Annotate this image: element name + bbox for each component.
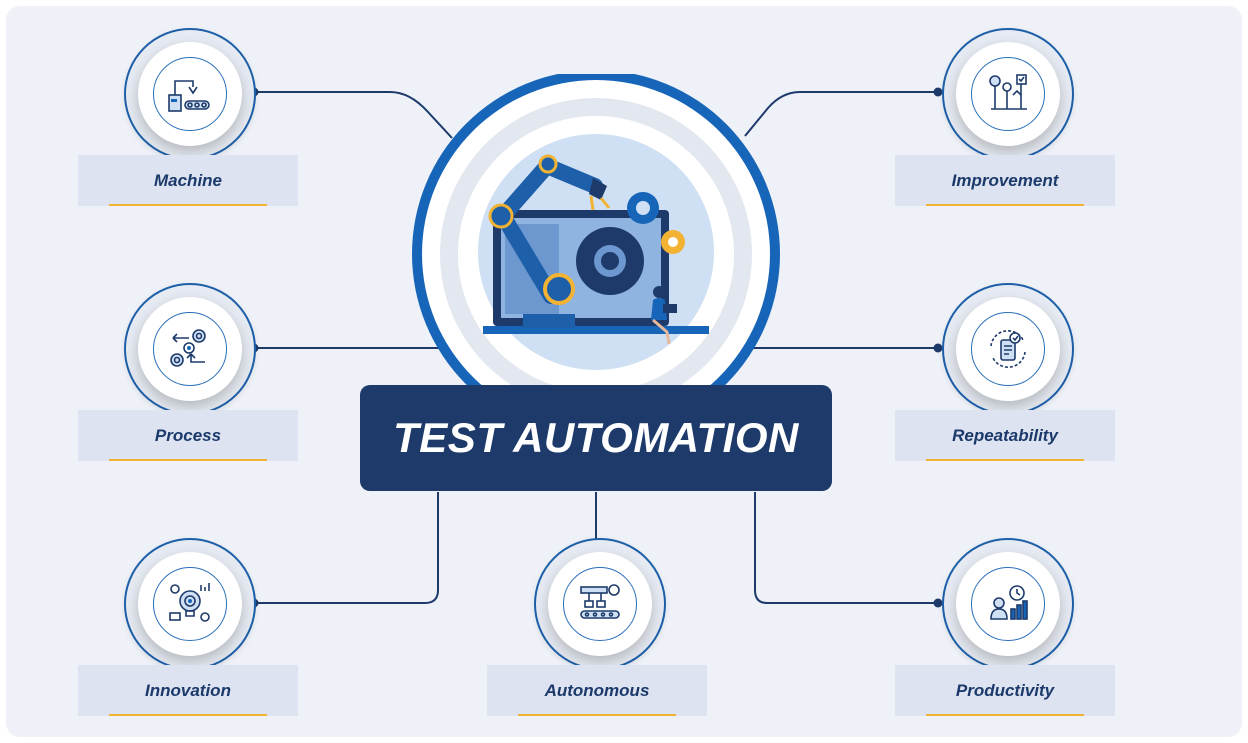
node-label-innovation: Innovation	[145, 680, 231, 700]
connector-improvement	[744, 91, 938, 137]
connector-innovation	[254, 492, 439, 604]
label-underline	[109, 459, 267, 461]
label-underline	[109, 204, 267, 206]
node-label-autonomous: Autonomous	[544, 680, 650, 700]
label-underline	[109, 714, 267, 716]
label-box-machine: Machine	[78, 155, 298, 206]
node-label-improvement: Improvement	[951, 170, 1059, 190]
node-label-process: Process	[154, 425, 222, 445]
label-underline	[926, 714, 1084, 716]
node-repeatability	[942, 283, 1074, 415]
label-underline	[518, 714, 676, 716]
assembly-line-icon	[580, 584, 620, 619]
robotic-arm-conveyor-icon	[168, 80, 210, 112]
center-title: TEST AUTOMATION	[393, 414, 799, 461]
connector-dot-productivity	[933, 598, 943, 608]
label-box-process: Process	[78, 410, 298, 461]
node-label-machine: Machine	[153, 170, 223, 190]
connector-productivity	[754, 492, 938, 604]
node-label-repeatability: Repeatability	[952, 425, 1058, 445]
worker-clock-chart-icon	[990, 585, 1028, 620]
node-innovation	[124, 538, 256, 670]
label-box-innovation: Innovation	[78, 665, 298, 716]
label-box-autonomous: Autonomous	[487, 665, 707, 716]
gears-process-cycle-icon	[170, 329, 206, 367]
person-with-laptop-icon	[651, 286, 677, 345]
center-illustration	[412, 74, 780, 434]
gear-icon	[576, 227, 644, 295]
label-box-improvement: Improvement	[895, 155, 1115, 206]
node-autonomous	[534, 538, 666, 670]
gear-small-icon	[627, 192, 685, 254]
node-label-productivity: Productivity	[955, 680, 1055, 700]
growth-steps-icon	[989, 74, 1027, 110]
connector-dot-repeatability	[933, 343, 943, 353]
connector-machine	[254, 91, 453, 139]
label-underline	[926, 204, 1084, 206]
lightbulb-innovation-icon	[169, 583, 210, 622]
node-process	[124, 283, 256, 415]
connector-dot-improvement	[933, 87, 943, 97]
repeat-cycle-icon	[990, 330, 1026, 368]
label-box-productivity: Productivity	[895, 665, 1115, 716]
node-productivity	[942, 538, 1074, 670]
node-machine	[124, 28, 256, 160]
robotic-arm-icon	[488, 154, 611, 305]
node-improvement	[942, 28, 1074, 160]
label-underline	[926, 459, 1084, 461]
center-title-box: TEST AUTOMATION	[360, 385, 832, 491]
label-box-repeatability: Repeatability	[895, 410, 1115, 461]
